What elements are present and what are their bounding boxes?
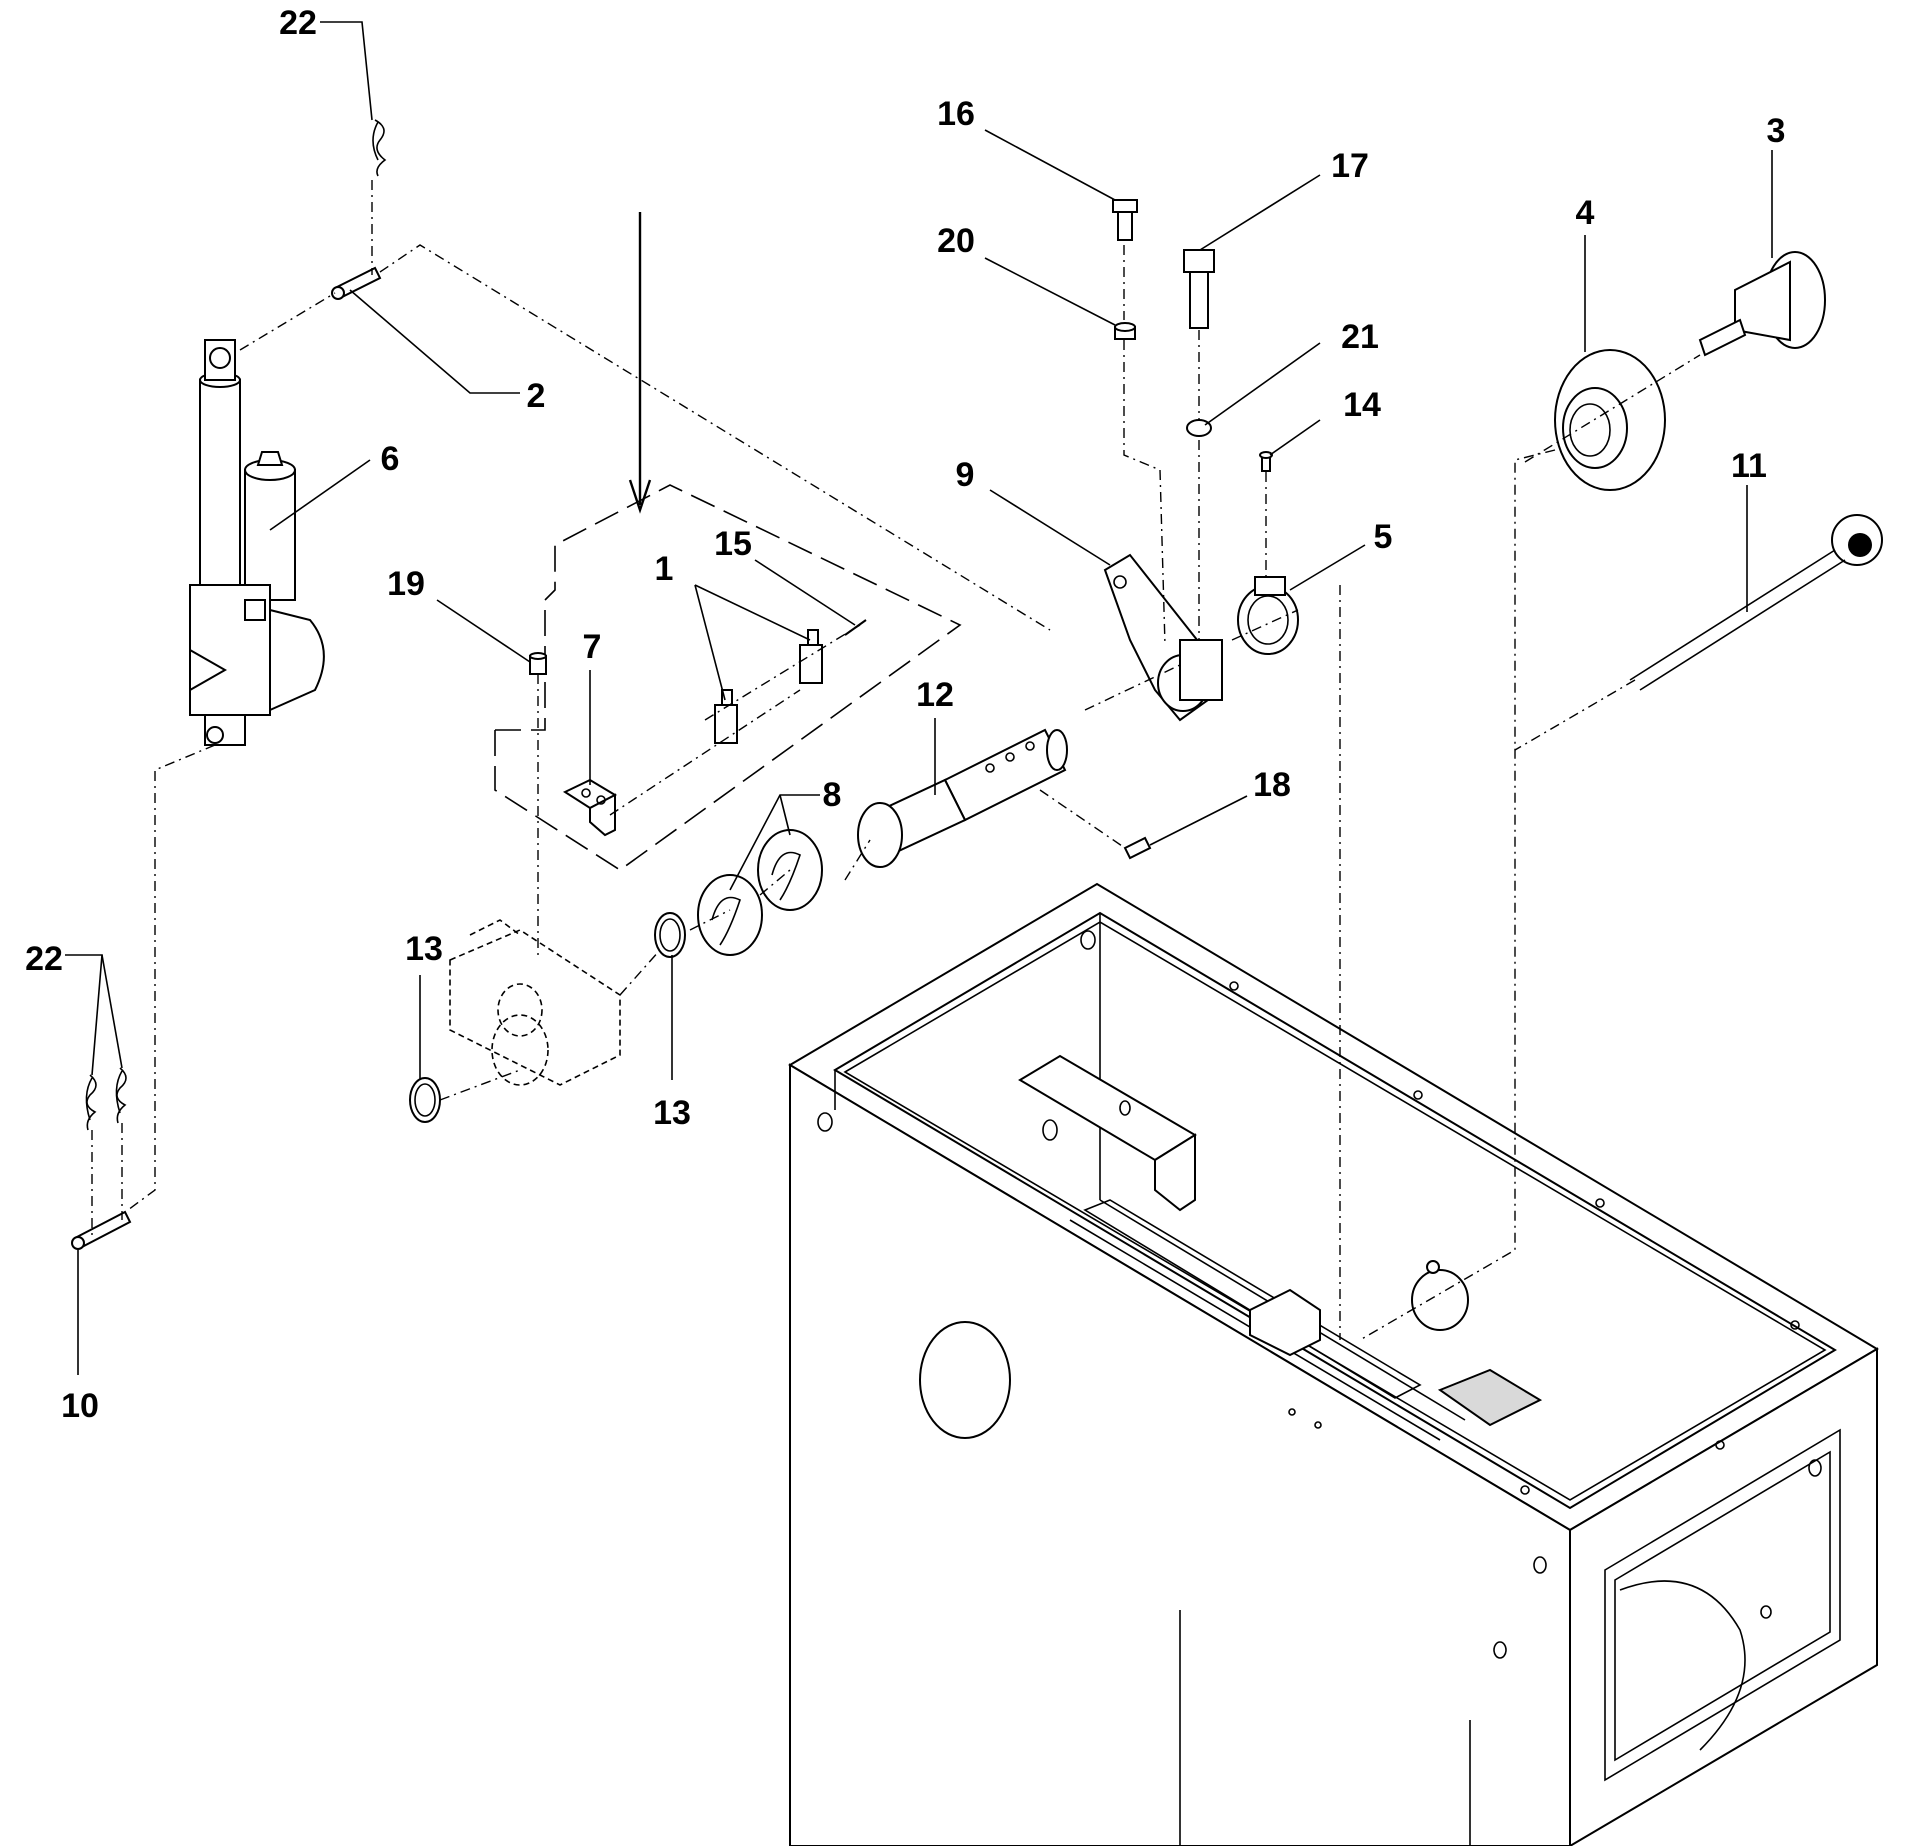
ghost-housing [449, 919, 621, 1086]
callout-8: 8 [823, 776, 842, 814]
callout-3: 3 [1767, 112, 1786, 150]
cabinet-base [788, 882, 1879, 1846]
hair-clip-top [372, 119, 387, 177]
micro-switches [714, 629, 823, 744]
cam-discs [697, 829, 823, 956]
linear-actuator [189, 339, 325, 746]
center-lines [91, 180, 1701, 1341]
screw-19 [529, 652, 547, 675]
hair-clips-bottom [85, 1067, 127, 1131]
callout-21: 21 [1341, 318, 1379, 356]
callout-1: 1 [655, 550, 674, 588]
callout-17: 17 [1331, 147, 1369, 185]
callout-13-center: 13 [653, 1094, 691, 1132]
callout-4: 4 [1576, 194, 1595, 232]
callout-7: 7 [583, 628, 602, 666]
lever-arm [1103, 553, 1223, 722]
callout-19: 19 [387, 565, 425, 603]
retaining-rings [409, 912, 686, 1123]
callout-14: 14 [1343, 386, 1381, 424]
bolt-16 [1112, 199, 1138, 241]
screw-14 [1259, 451, 1273, 472]
callout-labels: 22 2 6 19 7 1 15 16 20 17 21 14 9 5 4 3 … [25, 4, 1785, 1425]
callout-18: 18 [1253, 766, 1291, 804]
callout-20: 20 [937, 222, 975, 260]
callout-5: 5 [1374, 518, 1393, 556]
bolt-17 [1183, 249, 1215, 329]
callout-10: 10 [61, 1387, 99, 1425]
set-screw-18 [1123, 836, 1152, 860]
rod-and-ball-knob [1629, 514, 1883, 691]
switch-assembly-outline [494, 484, 962, 871]
callout-16: 16 [937, 95, 975, 133]
direction-arrow [628, 212, 652, 514]
shaft-collar [1237, 576, 1299, 655]
callout-13-left: 13 [405, 930, 443, 968]
knob [1698, 251, 1826, 357]
gear-shaft [857, 728, 1068, 868]
callout-22-bottom: 22 [25, 940, 63, 978]
callout-9: 9 [956, 456, 975, 494]
leader-lines [65, 21, 1773, 1375]
callout-12: 12 [916, 676, 954, 714]
callout-11: 11 [1731, 447, 1767, 485]
handwheel [1554, 349, 1666, 491]
callout-6: 6 [381, 440, 400, 478]
nut-20 [1114, 322, 1136, 340]
pin-bottom [71, 1210, 132, 1250]
pin-top [331, 266, 382, 300]
callout-22-top: 22 [279, 4, 317, 42]
switch-bracket [562, 778, 618, 837]
callout-2: 2 [527, 377, 546, 415]
callout-15: 15 [714, 525, 752, 563]
